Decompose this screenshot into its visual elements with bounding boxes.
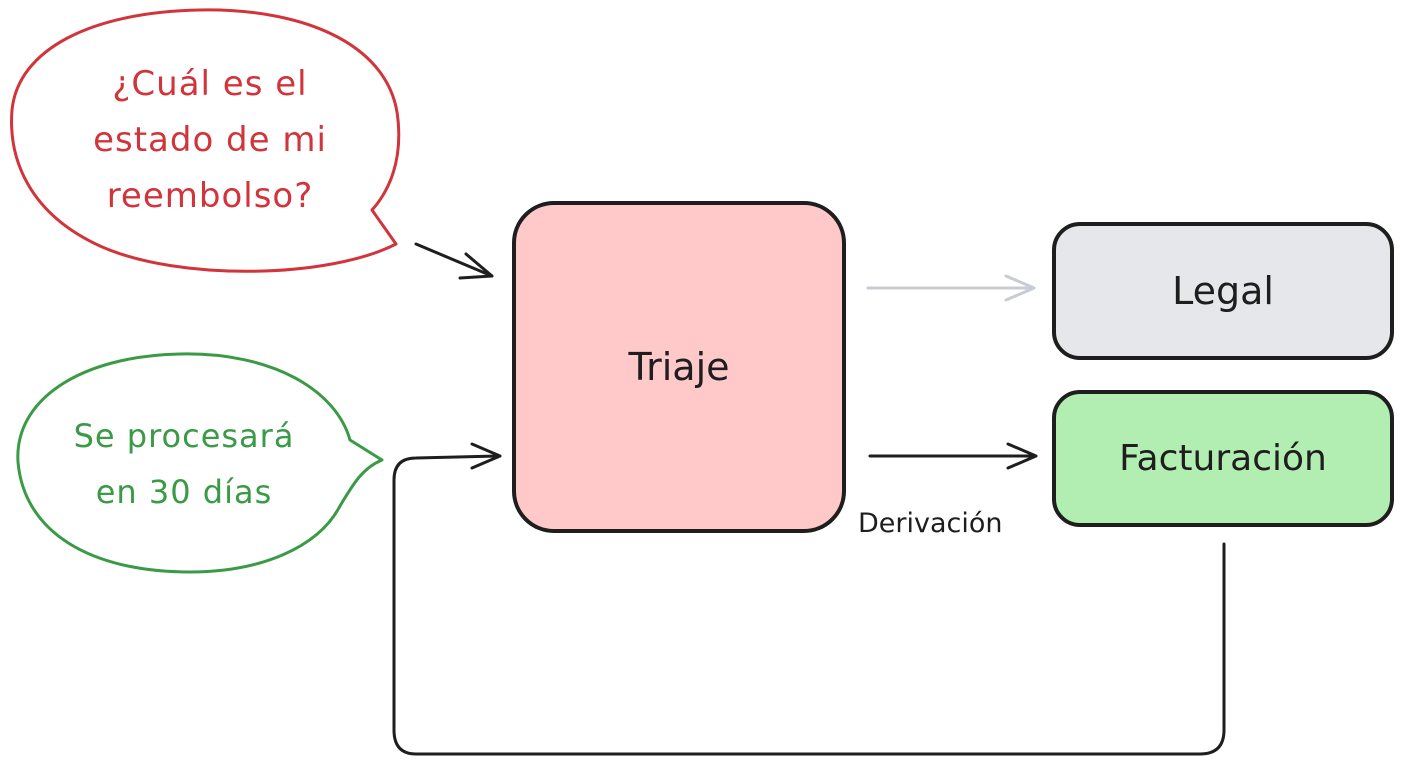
answer-line-2: en 30 días [95,473,273,511]
question-line-3: reembolso? [106,176,314,216]
question-line-1: ¿Cuál es el [112,64,308,104]
arrow-question-to-triaje [414,242,494,280]
facturacion-box [1052,390,1394,527]
derivacion-label: Derivación [858,508,1003,539]
answer-text: Se procesará en 30 días [34,408,334,520]
triaje-label: Triaje [628,345,730,389]
question-line-2: estado de mi [93,120,327,160]
legal-label: Legal [1172,269,1274,313]
arrow-facturacion-return-loop [392,442,1226,756]
answer-line-1: Se procesará [73,417,295,455]
answer-bubble [16,352,384,574]
arrow-triaje-to-facturacion [868,442,1038,470]
triaje-box [512,201,846,533]
legal-box [1052,222,1394,360]
arrow-triaje-to-legal [866,274,1036,302]
question-bubble [10,8,401,273]
facturacion-label: Facturación [1119,438,1327,479]
question-text: ¿Cuál es el estado de mi reembolso? [50,56,370,224]
